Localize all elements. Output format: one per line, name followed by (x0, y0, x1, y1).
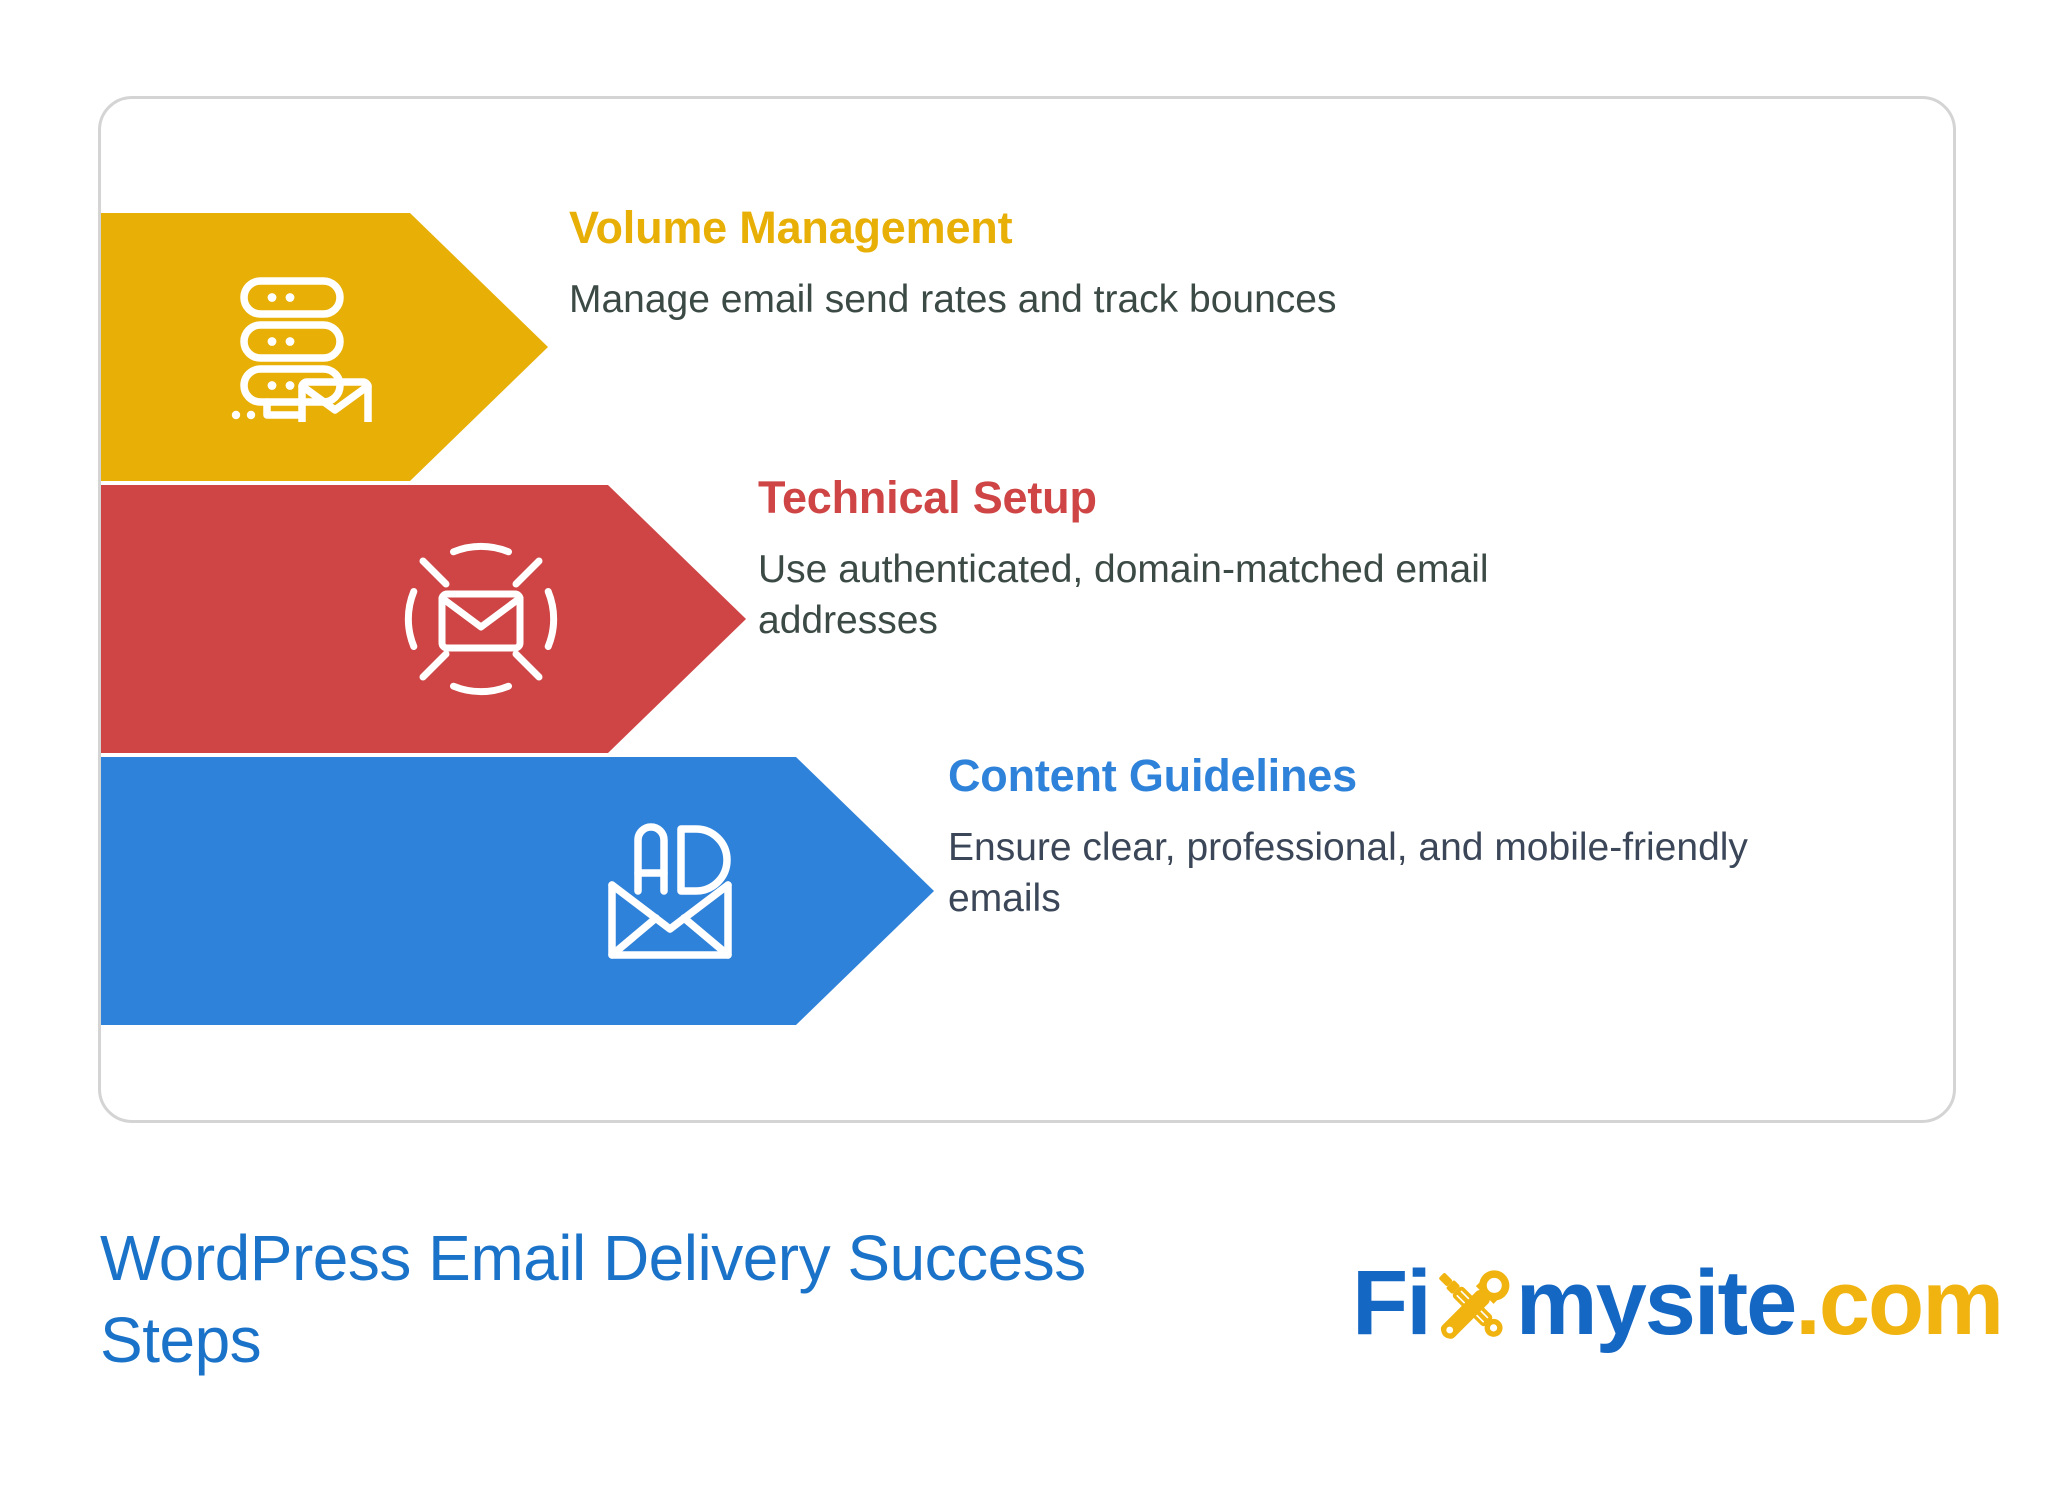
step-band-volume-management (101, 213, 548, 481)
logo-text-fi: Fi (1352, 1252, 1432, 1354)
step-description-content-guidelines: Ensure clear, professional, and mobile-f… (948, 826, 1748, 921)
step-band-content-guidelines (101, 757, 934, 1025)
step-heading-volume-management: Volume Management (569, 202, 1013, 253)
chevron-shape-3 (101, 757, 934, 1025)
step-description-volume-management: Manage email send rates and track bounce… (569, 278, 1337, 322)
step-description-technical-setup: Use authenticated, domain-matched email … (758, 548, 1489, 643)
page-title-line-2: Steps (100, 1303, 262, 1376)
chevron-shape-2 (101, 485, 746, 753)
step-text-volume-management: Volume Management Manage email send rate… (569, 202, 1549, 326)
steps-card: Volume Management Manage email send rate… (98, 96, 1956, 1123)
step-band-technical-setup (101, 485, 746, 753)
chevron-shape-1 (101, 213, 548, 481)
logo-text-mysite: mysite (1515, 1252, 1797, 1354)
logo-text-dotcom: .com (1795, 1252, 2004, 1354)
step-text-content-guidelines: Content Guidelines Ensure clear, profess… (948, 750, 1928, 925)
fixmysite-logo[interactable]: Fi (1352, 1248, 2004, 1359)
page-title-line-1: WordPress Email Delivery Success (100, 1222, 1086, 1294)
step-text-technical-setup: Technical Setup Use authenticated, domai… (758, 472, 1738, 647)
wrench-screwdriver-x-icon (1424, 1255, 1520, 1359)
step-heading-content-guidelines: Content Guidelines (948, 750, 1357, 801)
step-heading-technical-setup: Technical Setup (758, 472, 1097, 523)
